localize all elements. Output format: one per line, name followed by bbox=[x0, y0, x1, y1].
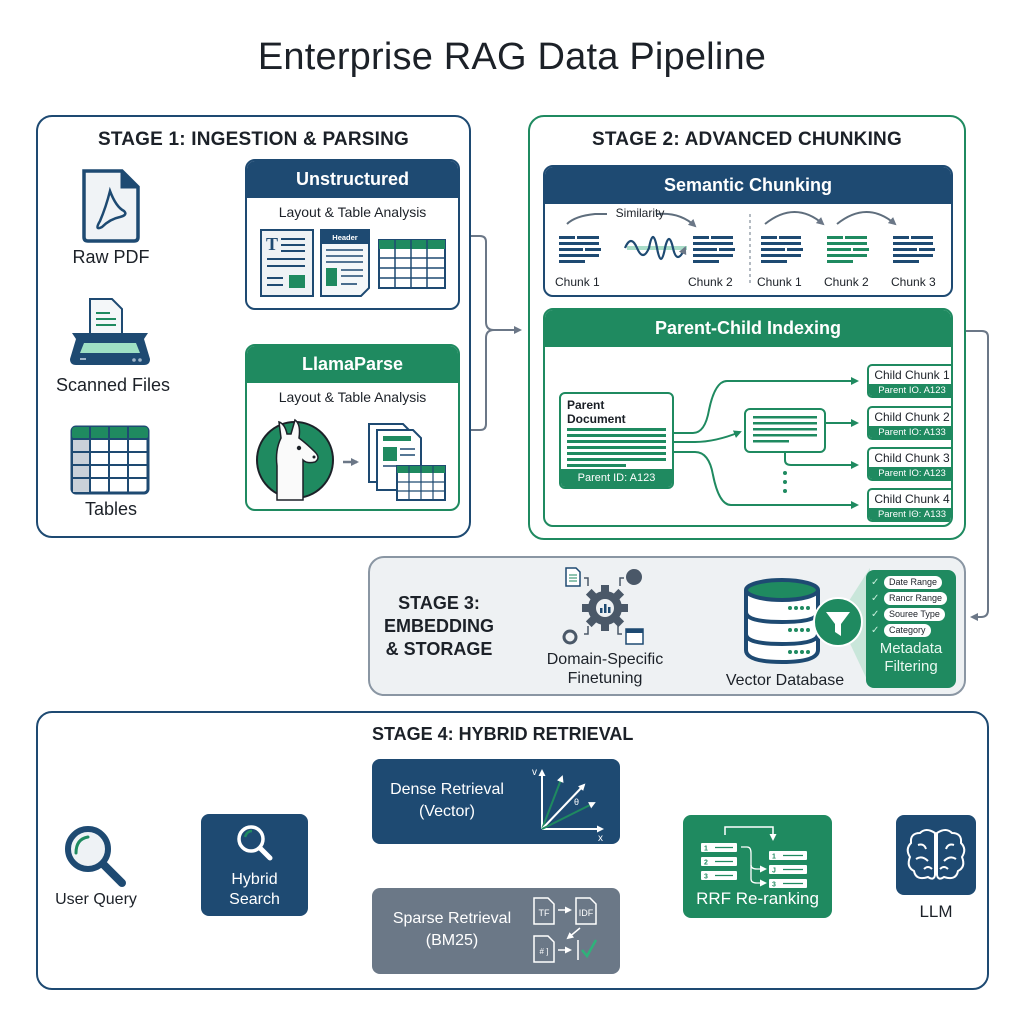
svg-text:1: 1 bbox=[772, 854, 776, 861]
stage3-panel: STAGE 3: EMBEDDING & STORAGE Domain-Spec… bbox=[368, 556, 966, 696]
ellipsis-dots bbox=[783, 471, 787, 493]
stage4-panel: STAGE 4: HYBRID RETRIEVAL User Query Hyb… bbox=[36, 711, 989, 990]
magnifier-icon bbox=[65, 826, 126, 887]
tf-idf-icon: TF IDF # ] bbox=[533, 897, 598, 963]
parent-document: Parent Document Parent ID: A123 bbox=[559, 392, 674, 489]
dense-retrieval-box: Dense Retrieval (Vector) v x θ bbox=[372, 759, 620, 844]
source-label-raw-pdf: Raw PDF bbox=[72, 247, 150, 267]
chunk-lines-group bbox=[559, 236, 935, 263]
check-icon: ✓ bbox=[871, 577, 880, 588]
filter-item[interactable]: ✓Souree Type bbox=[871, 608, 951, 621]
llama-icon bbox=[256, 418, 334, 501]
llamaparse-card: LlamaParse Layout & Table Analysis bbox=[245, 344, 460, 511]
stage2-to-stage3-connector bbox=[966, 330, 989, 621]
stage1-title: STAGE 1: INGESTION & PARSING bbox=[97, 129, 410, 150]
header-label: Header bbox=[332, 233, 358, 242]
filter-item[interactable]: ✓Category bbox=[871, 624, 951, 637]
hybrid-search-label: Hybrid Search bbox=[229, 871, 280, 908]
pdf-file-icon bbox=[82, 169, 140, 243]
parent-child-card: Parent-Child Indexing Parent Document Pa… bbox=[543, 308, 953, 527]
parent-id: Parent ID: A123 bbox=[561, 469, 672, 487]
chunk-label: Chunk 1 bbox=[757, 275, 802, 289]
scanner-icon bbox=[70, 298, 150, 365]
tf-label: TF bbox=[539, 908, 550, 918]
theta-label: θ bbox=[574, 797, 579, 807]
filter-item[interactable]: ✓Date Range bbox=[871, 576, 951, 589]
semantic-chunking-title: Semantic Chunking bbox=[545, 167, 951, 204]
llamaparse-subtitle: Layout & Table Analysis bbox=[278, 389, 427, 405]
svg-text:J: J bbox=[772, 868, 776, 875]
filter-item[interactable]: ✓Rancr Range bbox=[871, 592, 951, 605]
search-icon bbox=[237, 825, 273, 861]
axis-y-label: v bbox=[532, 767, 537, 778]
rrf-label: RRF Re-ranking bbox=[696, 889, 819, 908]
svg-text:2: 2 bbox=[704, 860, 708, 867]
stage1-panel: STAGE 1: INGESTION & PARSING Raw PDF Sca… bbox=[36, 115, 471, 538]
table-icon bbox=[70, 425, 150, 495]
parent-document-label: Parent Document bbox=[567, 398, 626, 426]
vector-database-label: Vector Database bbox=[725, 672, 845, 689]
dense-retrieval-label: Dense Retrieval (Vector) bbox=[390, 781, 504, 820]
svg-text:3: 3 bbox=[772, 882, 776, 889]
stage2-panel: STAGE 2: ADVANCED CHUNKING Semantic Chun… bbox=[528, 115, 966, 540]
unstructured-title: Unstructured bbox=[247, 161, 458, 198]
child-chunk-4: Child Chunk 4 Parent IΘ: A133 bbox=[867, 488, 951, 522]
sparse-retrieval-box: Sparse Retrieval (BM25) TF IDF # ] bbox=[372, 888, 620, 974]
source-label-tables: Tables bbox=[84, 499, 138, 519]
svg-text:3: 3 bbox=[704, 874, 708, 881]
parsed-docs-icon bbox=[368, 423, 446, 501]
check-icon: ✓ bbox=[871, 609, 880, 620]
user-query-label: User Query bbox=[55, 891, 137, 908]
page-title: Enterprise RAG Data Pipeline bbox=[257, 36, 767, 78]
llm-label: LLM bbox=[919, 902, 953, 921]
finetuning-label: Domain-Specific Finetuning bbox=[546, 651, 664, 687]
rerank-list-icon: 1 2 3 1J 3 bbox=[701, 826, 807, 889]
svg-text:T: T bbox=[266, 234, 278, 254]
unstructured-subtitle: Layout & Table Analysis bbox=[278, 204, 427, 220]
child-chunk-1: Child Chunk 1 Parent IO. A123 bbox=[867, 364, 951, 398]
chunk-label: Chunk 3 bbox=[891, 275, 936, 289]
brain-icon bbox=[906, 829, 966, 880]
child-chunk-2: Child Chunk 2 Parent IO: A133 bbox=[867, 406, 951, 440]
stage4-title: STAGE 4: HYBRID RETRIEVAL bbox=[372, 724, 634, 744]
finetuning-gear-icon bbox=[562, 567, 644, 645]
stage2-title: STAGE 2: ADVANCED CHUNKING bbox=[592, 129, 902, 150]
llama-parse-icons bbox=[256, 418, 446, 501]
svg-text:# ]: # ] bbox=[540, 947, 549, 956]
check-icon: ✓ bbox=[871, 593, 880, 604]
source-label-scanned-files: Scanned Files bbox=[55, 375, 171, 395]
chunk-label: Chunk 1 bbox=[555, 275, 600, 289]
vector-database-icon bbox=[744, 578, 820, 665]
metadata-filtering-label: Metadata Filtering bbox=[879, 640, 943, 675]
chunk-label: Chunk 2 bbox=[824, 275, 869, 289]
layout-analysis-icons: T Header bbox=[260, 229, 446, 297]
parent-child-title: Parent-Child Indexing bbox=[545, 310, 951, 347]
parent-document-lines bbox=[561, 428, 672, 467]
sparse-retrieval-label: Sparse Retrieval (BM25) bbox=[392, 910, 512, 949]
semantic-chunking-diagram: Similarity bbox=[559, 206, 935, 286]
svg-text:1: 1 bbox=[704, 846, 708, 853]
idf-label: IDF bbox=[579, 908, 594, 918]
vector-space-icon: v x θ bbox=[532, 767, 604, 844]
llamaparse-title: LlamaParse bbox=[247, 346, 458, 383]
stage3-title: STAGE 3: EMBEDDING & STORAGE bbox=[383, 593, 494, 659]
similarity-label: Similarity bbox=[616, 206, 665, 220]
axis-x-label: x bbox=[598, 833, 603, 844]
unstructured-card: Unstructured Layout & Table Analysis T H… bbox=[245, 159, 460, 310]
parent-child-connectors bbox=[674, 377, 859, 509]
child-chunk-3: Child Chunk 3 Parent IO: A123 bbox=[867, 447, 951, 481]
semantic-chunking-card: Semantic Chunking Similarity bbox=[543, 165, 953, 297]
chunk-label: Chunk 2 bbox=[688, 275, 733, 289]
llm-box bbox=[896, 815, 976, 895]
check-icon: ✓ bbox=[871, 625, 880, 636]
filter-beam bbox=[813, 568, 870, 686]
hybrid-search-box: Hybrid Search bbox=[201, 814, 308, 916]
metadata-filtering-panel: ✓Date Range ✓Rancr Range ✓Souree Type ✓C… bbox=[866, 570, 956, 688]
funnel-icon bbox=[826, 612, 850, 636]
